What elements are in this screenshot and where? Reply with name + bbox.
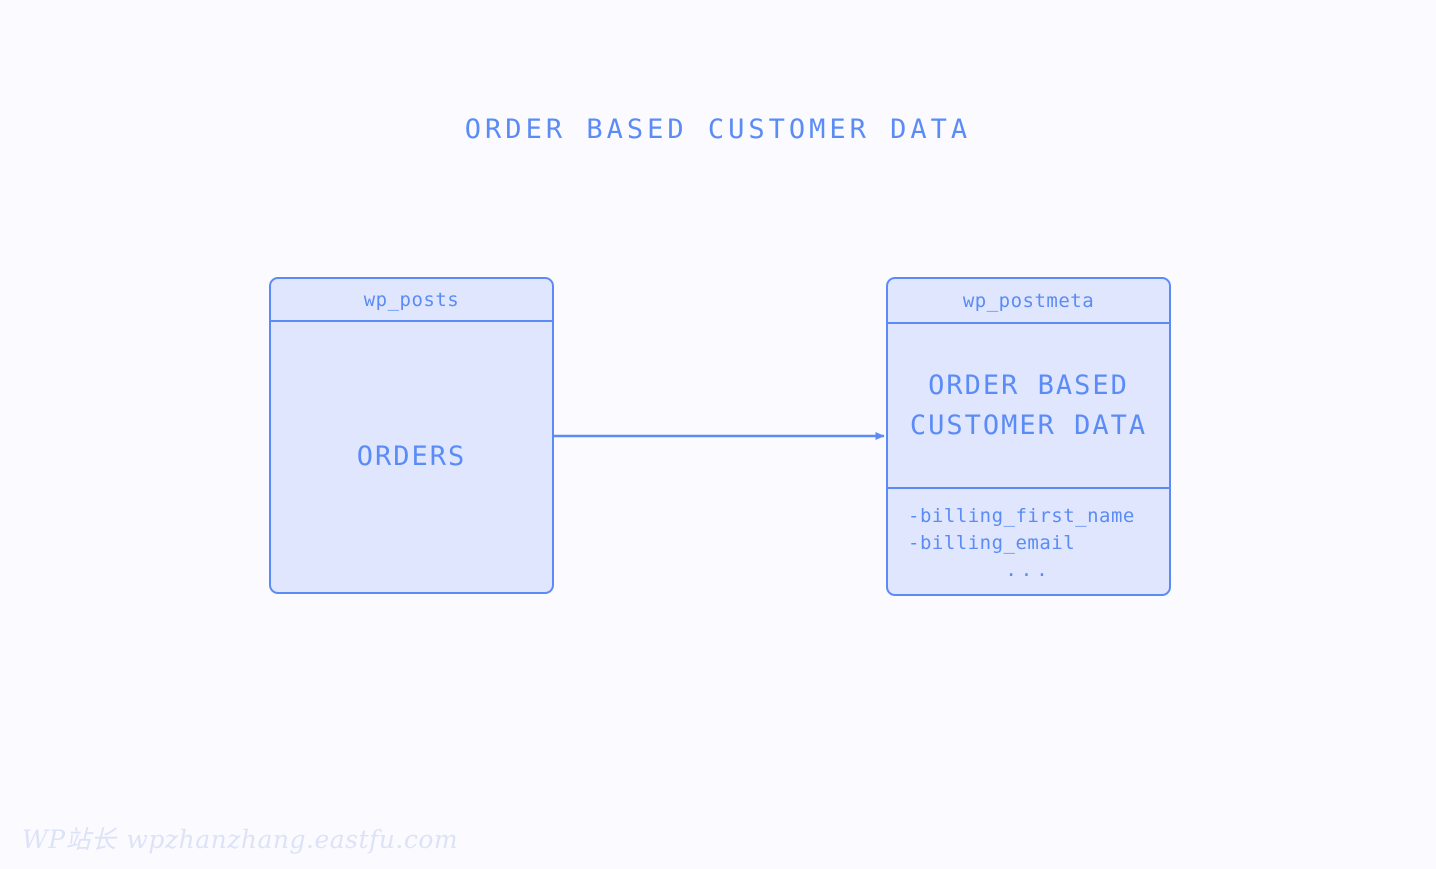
attribute-billing-email: -billing_email [908, 532, 1076, 554]
entity-box-wp-postmeta[interactable]: wp_postmeta ORDER BASED CUSTOMER DATA -b… [886, 277, 1171, 596]
entity-header-wp-posts: wp_posts [271, 279, 552, 322]
page-title: ORDER BASED CUSTOMER DATA [464, 114, 972, 145]
entity-body-wp-posts: ORDERS [356, 441, 467, 472]
entity-body-line-1: ORDER BASED [928, 369, 1129, 401]
entity-footer-wp-postmeta: -billing_first_name -billing_email ... [888, 487, 1169, 594]
watermark-brand: WP站长 [22, 825, 117, 854]
watermark: WP站长 wpzhanzhang.eastfu.com [22, 820, 458, 856]
connector-arrow-wp-posts-to-wp-postmeta [554, 432, 885, 440]
attribute-ellipsis: ... [1005, 559, 1052, 581]
entity-body-wp-postmeta: ORDER BASED CUSTOMER DATA [888, 324, 1169, 487]
watermark-url: wpzhanzhang.eastfu.com [126, 825, 459, 854]
entity-box-wp-posts[interactable]: wp_posts ORDERS [269, 277, 554, 594]
attribute-billing-first-name: -billing_first_name [908, 505, 1135, 527]
entity-header-wp-postmeta: wp_postmeta [888, 279, 1169, 324]
entity-body-line-2: CUSTOMER DATA [909, 409, 1148, 441]
